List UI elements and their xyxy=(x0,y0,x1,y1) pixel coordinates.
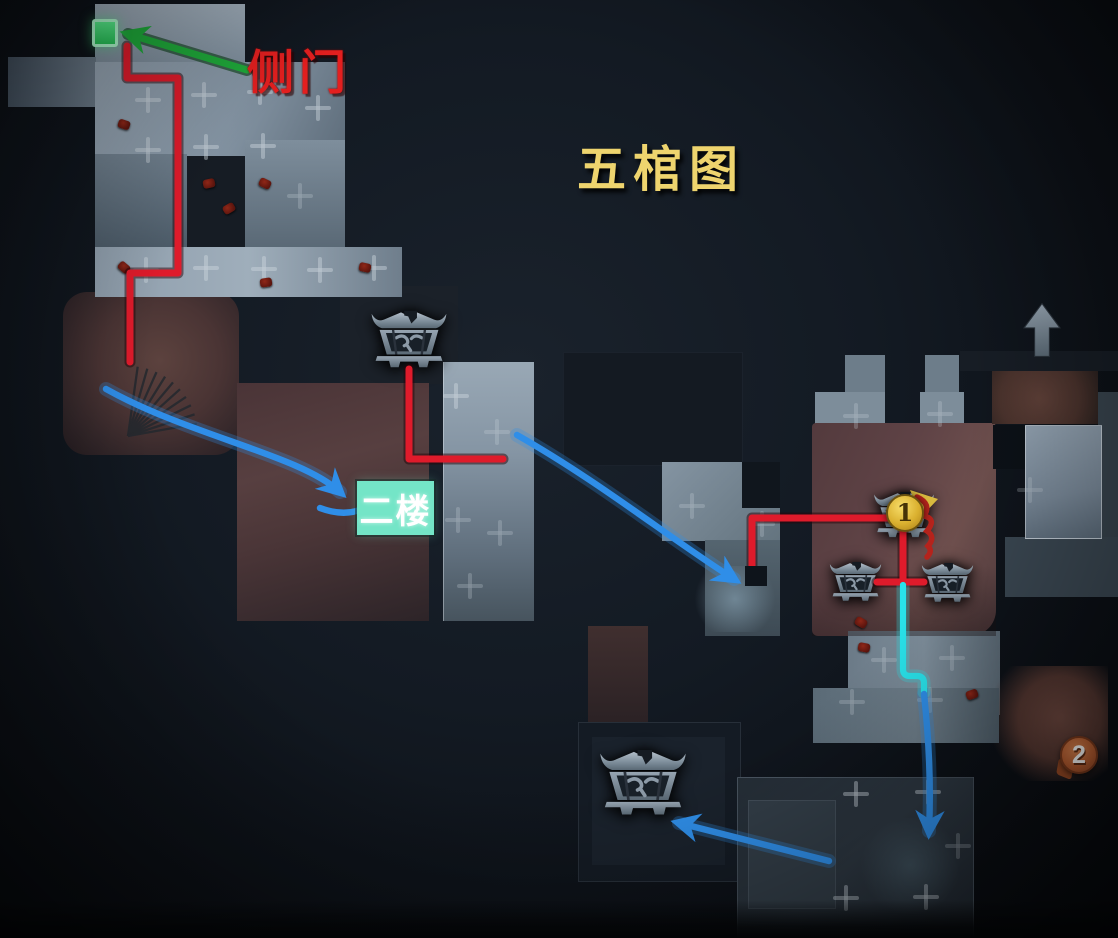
second-floor-label: 二楼 xyxy=(359,492,432,531)
bottom-fade xyxy=(0,900,1118,938)
marker-two-label: 2 xyxy=(1072,740,1086,769)
map-title: 五棺图 xyxy=(577,143,746,197)
marker-two-circle: 2 xyxy=(1060,736,1098,774)
side-door-label: 侧门 xyxy=(247,46,351,99)
green-arrow-side-door xyxy=(119,25,251,74)
marker-one-label: 1 xyxy=(896,498,914,527)
marker-one-badge: 1 xyxy=(886,494,924,532)
spawn-point-icon xyxy=(92,19,118,47)
red-route xyxy=(123,42,928,586)
marker-two-badge: 2 xyxy=(1056,736,1098,778)
floor-red-stop-block xyxy=(745,566,767,586)
blue-route-glow xyxy=(99,382,937,868)
second-floor-tag: 二楼 xyxy=(357,481,434,535)
blue-route xyxy=(102,385,945,865)
red-route-underlay xyxy=(121,40,930,588)
